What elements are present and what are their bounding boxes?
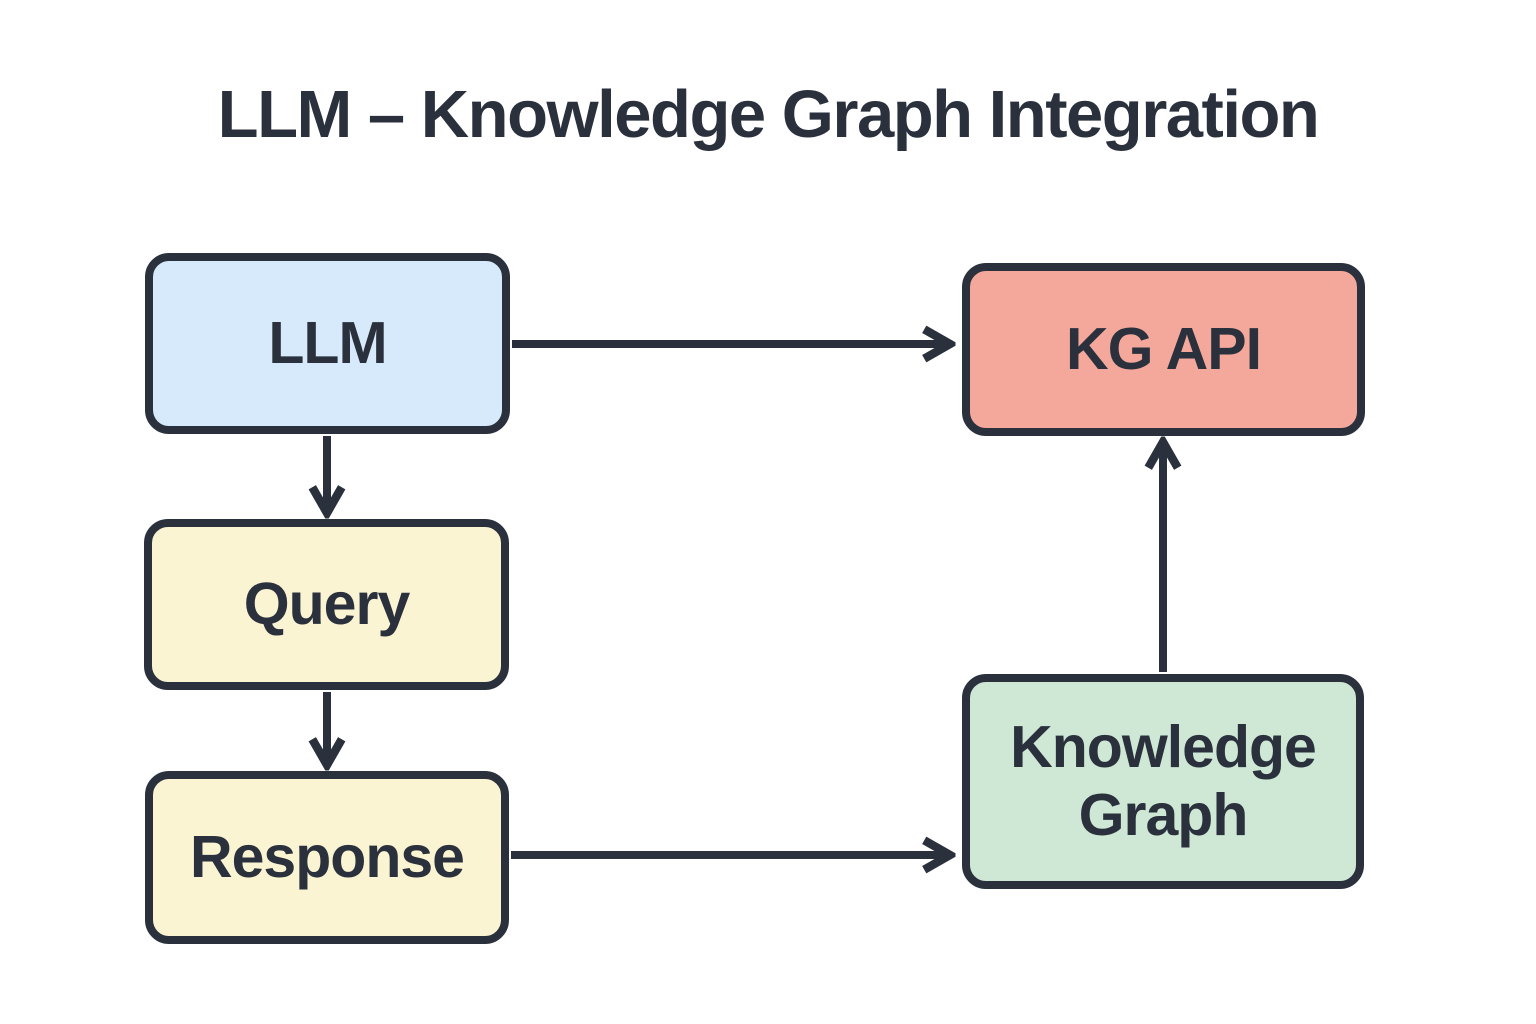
node-query: Query xyxy=(144,519,509,690)
diagram-title: LLM – Knowledge Graph Integration xyxy=(217,77,1320,152)
node-kg-api-label: KG API xyxy=(1065,315,1262,382)
node-response-label: Response xyxy=(190,823,465,890)
node-knowledge-graph: Knowledge Graph xyxy=(962,674,1364,889)
node-kg-api: KG API xyxy=(962,263,1365,436)
node-llm-label: LLM xyxy=(268,309,387,376)
node-llm: LLM xyxy=(145,253,510,434)
node-query-label: Query xyxy=(243,570,411,637)
node-knowledge-graph-label: Knowledge Graph xyxy=(1010,713,1317,848)
node-response: Response xyxy=(145,771,509,944)
